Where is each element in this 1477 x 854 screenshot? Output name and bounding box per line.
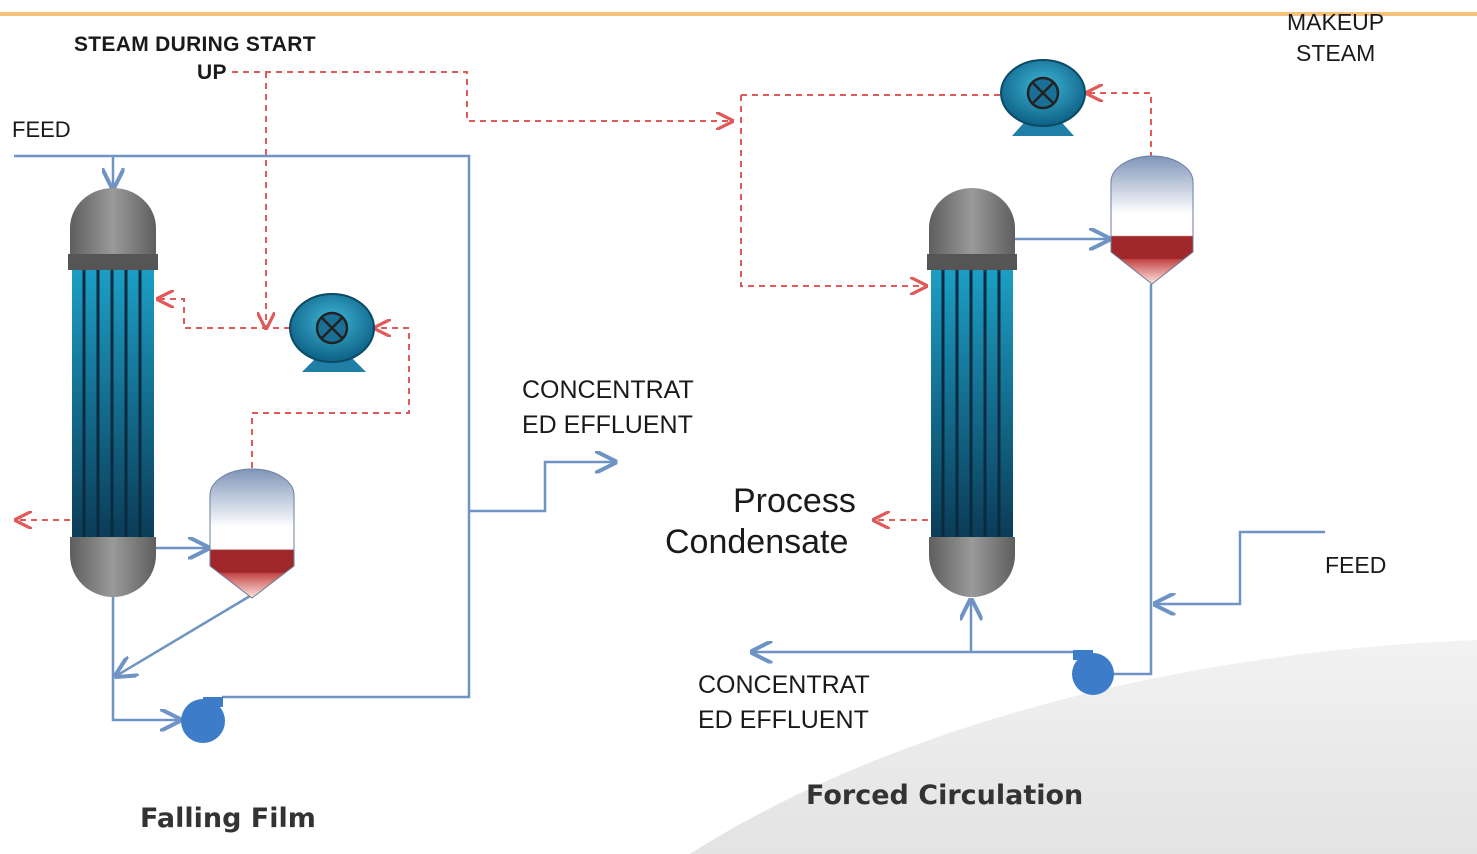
forced-circulation-separator — [1110, 155, 1194, 285]
background-swoosh — [690, 640, 1477, 854]
makeup-steam-label-line2: STEAM — [1296, 40, 1376, 66]
steam-during-startup-label: STEAM DURING START — [74, 33, 316, 56]
process-condensate-label: Process — [733, 482, 856, 520]
forced-circulation-evaporator — [927, 188, 1017, 597]
header-bar — [0, 12, 1477, 16]
falling-film-caption: Falling Film — [140, 803, 316, 834]
steam-lines — [16, 71, 1152, 520]
feed-label-right: FEED — [1325, 552, 1387, 578]
makeup-steam-label: MAKEUP — [1287, 9, 1385, 35]
concentrated-effluent-label-top: CONCENTRAT — [522, 376, 694, 404]
falling-film-evaporator — [68, 188, 158, 597]
falling-film-compressor — [289, 293, 375, 372]
falling-film-pump — [181, 697, 225, 743]
process-lines — [14, 154, 1325, 720]
concentrated-effluent-label-bottom-line2: ED EFFLUENT — [698, 706, 869, 734]
forced-circulation-caption: Forced Circulation — [806, 780, 1084, 811]
steam-during-startup-label-line2: UP — [197, 61, 227, 84]
concentrated-effluent-label-top-line2: ED EFFLUENT — [522, 411, 693, 439]
forced-circulation-compressor — [1000, 59, 1086, 136]
process-condensate-label-line2: Condensate — [665, 523, 849, 561]
falling-film-separator — [209, 468, 295, 599]
feed-label-left: FEED — [12, 117, 71, 142]
forced-circulation-pump — [1072, 650, 1114, 695]
concentrated-effluent-label-bottom: CONCENTRAT — [698, 671, 870, 699]
